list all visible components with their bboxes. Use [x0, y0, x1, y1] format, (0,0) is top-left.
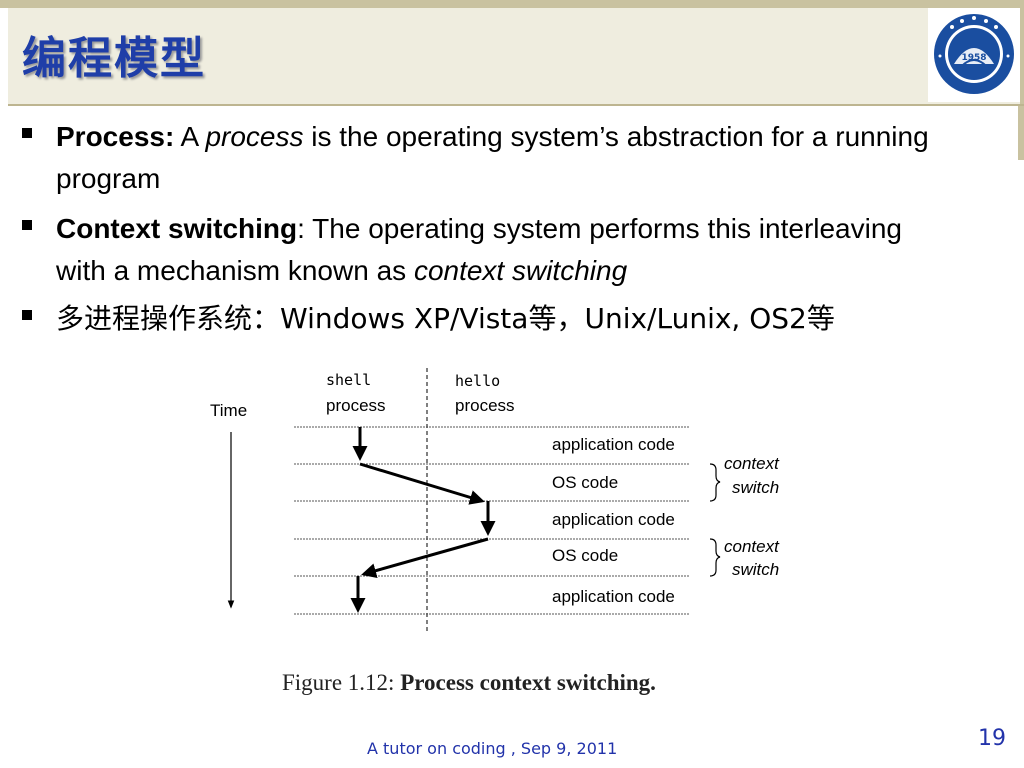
- top-decor-strip: [0, 0, 1024, 8]
- context-switch-label: context: [724, 454, 780, 473]
- shell-label: shell: [326, 371, 371, 389]
- row-label-application-code: application code: [552, 510, 675, 529]
- slide-footer: A tutor on coding , Sep 9, 2011: [367, 739, 618, 758]
- slide-header: [8, 8, 1020, 104]
- context-switching-definition: : The operating system performs this int…: [56, 213, 902, 286]
- figure-caption: Figure 1.12: Process context switching.: [282, 670, 656, 696]
- term-context-switching: Context switching: [56, 213, 298, 244]
- hello-process-label: process: [455, 396, 515, 415]
- bullet-marker: [22, 310, 32, 320]
- switch-to-hello-arrow: [359, 462, 485, 505]
- multiprocess-os-label: 多进程操作系统：: [56, 302, 281, 335]
- italic-context-switching: context switching: [413, 255, 628, 286]
- right-decor-strip: [1018, 0, 1024, 160]
- context-switch-label: switch: [732, 478, 779, 497]
- caption-title: Process context switching.: [400, 670, 656, 695]
- context-switch-brace: [709, 463, 721, 502]
- bullet-text: Context switching: The operating system …: [56, 208, 936, 292]
- shell-process-label: process: [326, 396, 386, 415]
- header-divider: [8, 104, 1024, 106]
- context-switch-diagram: Time shell process hello process applica…: [200, 362, 820, 647]
- caption-prefix: Figure 1.12:: [282, 670, 395, 695]
- bullet-marker: [22, 220, 32, 230]
- context-switch-brace: [709, 538, 721, 577]
- term-process: Process:: [56, 121, 175, 152]
- switch-to-shell-arrow: [361, 537, 489, 578]
- row-dividers: [294, 426, 690, 615]
- context-switch-label: context: [724, 537, 780, 556]
- time-label: Time: [210, 401, 247, 420]
- slide-title: 编程模型: [22, 33, 206, 84]
- bullet-text: 多进程操作系统：Windows XP/Vista等，Unix/Lunix, OS…: [56, 298, 936, 340]
- row-label-os-code: OS code: [552, 546, 618, 565]
- bullet-marker: [22, 128, 32, 138]
- hello-label: hello: [455, 372, 500, 390]
- multiprocess-os-examples: Windows XP/Vista等，Unix/Lunix, OS2等: [280, 302, 835, 335]
- text-a: A: [174, 121, 206, 152]
- bullet-text: Process: A process is the operating syst…: [56, 116, 936, 200]
- page-number: 19: [978, 726, 1006, 751]
- logo-year: 1958: [961, 53, 986, 63]
- context-switch-label: switch: [732, 560, 779, 579]
- row-label-application-code: application code: [552, 587, 675, 606]
- university-logo: 1958: [928, 8, 1020, 102]
- row-label-application-code: application code: [552, 435, 675, 454]
- process-definition: is the operating system’s abstraction fo…: [56, 121, 929, 194]
- italic-process: process: [205, 121, 304, 152]
- university-seal-icon: 1958: [934, 14, 1014, 94]
- row-label-os-code: OS code: [552, 473, 618, 492]
